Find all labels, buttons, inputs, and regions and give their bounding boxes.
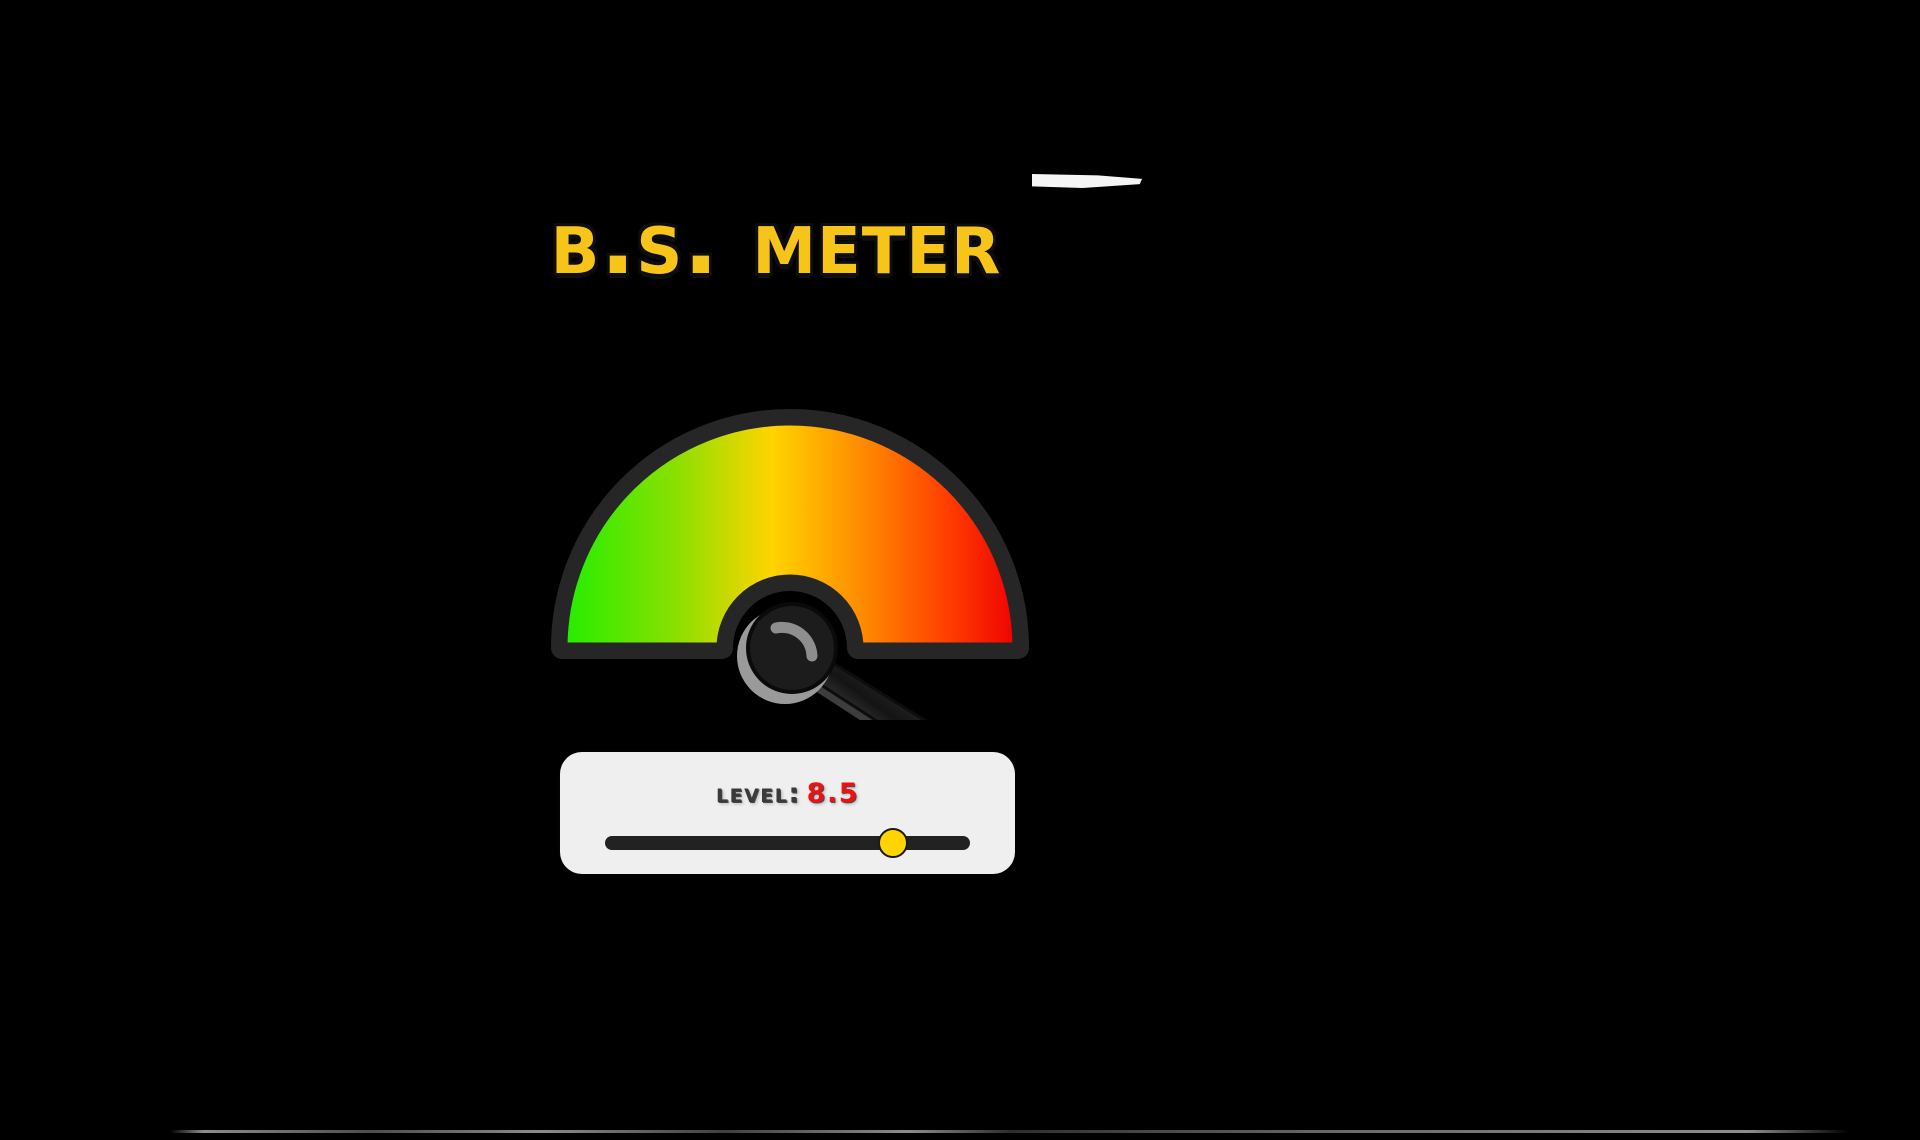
gauge-needle-group bbox=[780, 638, 990, 720]
level-label: Level: bbox=[715, 778, 801, 809]
level-value: 8.5 bbox=[806, 778, 860, 809]
gauge-arc-stroke bbox=[556, 414, 1024, 654]
page-title: B.S. Meter bbox=[550, 188, 1002, 295]
level-slider[interactable] bbox=[605, 828, 970, 858]
gauge-needle bbox=[780, 638, 990, 720]
gauge-hub-group bbox=[737, 602, 838, 704]
slider-track[interactable] bbox=[605, 836, 970, 850]
level-control-panel: Level:8.5 bbox=[560, 752, 1015, 874]
bottom-divider bbox=[170, 1130, 1850, 1133]
render-artifact bbox=[1032, 174, 1142, 188]
hub-highlight bbox=[770, 621, 818, 662]
slider-thumb[interactable] bbox=[878, 828, 909, 858]
bs-meter-gauge bbox=[540, 400, 1040, 720]
gauge-arc-group bbox=[551, 409, 1029, 659]
gauge-hub bbox=[746, 602, 838, 694]
level-readout: Level:8.5 bbox=[560, 778, 1015, 809]
gauge-arc-fill bbox=[562, 420, 1018, 648]
page-title-container: B.S. Meter bbox=[0, 196, 1920, 288]
